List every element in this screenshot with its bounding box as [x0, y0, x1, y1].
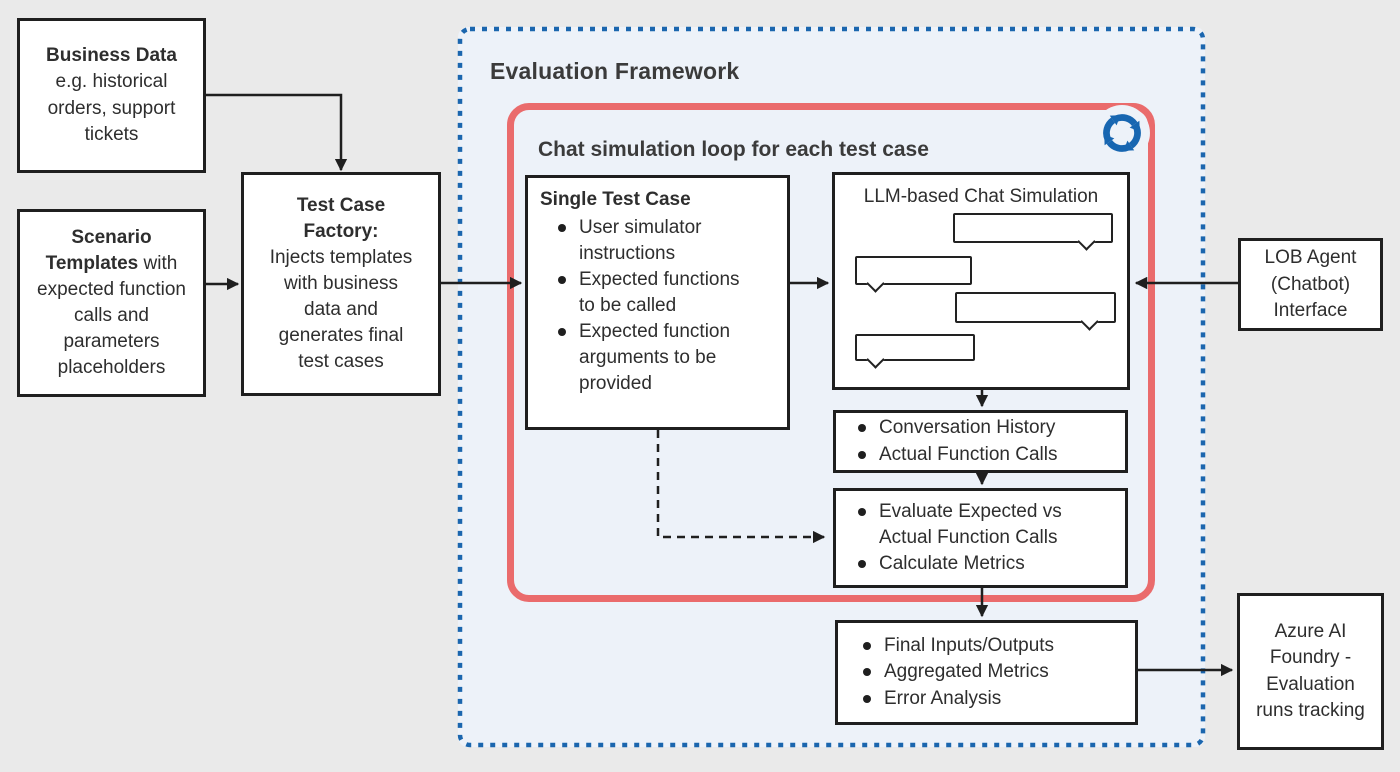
scenario-templates-bold: Scenario Templates [45, 226, 152, 274]
bullet-dot [863, 694, 871, 703]
single-test-case-title: Single Test Case [540, 189, 691, 210]
bullet-item: Final Inputs/Outputs [863, 633, 1135, 659]
bullet-text: Expected functions to be called [579, 269, 740, 317]
sync-loop-icon-bg [1094, 105, 1150, 161]
chat-loop-title: Chat simulation loop for each test case [538, 138, 929, 161]
bullet-text: Calculate Metrics [879, 553, 1025, 574]
test-case-factory-body: Injects templates with business data and… [269, 246, 413, 373]
bullet-item: Aggregated Metrics [863, 659, 1135, 685]
chat-bubble-right [953, 213, 1113, 243]
bullet-text: Actual Function Calls [879, 443, 1058, 465]
bullet-item: Actual Function Calls [858, 442, 1125, 468]
bullet-dot [863, 642, 871, 651]
bullet-dot [858, 424, 866, 433]
evaluate-metrics-box: Evaluate Expected vs Actual Function Cal… [833, 488, 1128, 588]
bullet-text: Evaluate Expected vs Actual Function Cal… [879, 500, 1062, 548]
bullet-text: Conversation History [879, 417, 1056, 439]
bullet-item: Expected functions to be called [558, 267, 775, 319]
chat-bubble-left [855, 256, 972, 285]
lob-agent-box: LOB Agent (Chatbot) Interface [1238, 238, 1383, 331]
bullet-dot [558, 328, 566, 337]
bullet-item: Error Analysis [863, 686, 1135, 712]
business-data-title: Business Data [46, 45, 177, 67]
test-case-factory-title: Test Case Factory: [296, 194, 386, 242]
bullet-dot [858, 560, 866, 568]
scenario-templates-box: Scenario Templates with expected functio… [17, 209, 206, 397]
chat-bubble-right [955, 292, 1116, 323]
bullet-dot [858, 507, 866, 516]
final-outputs-bullets: Final Inputs/Outputs Aggregated Metrics … [863, 633, 1135, 711]
arrow-business-to-factory [206, 93, 348, 172]
llm-chat-simulation-box: LLM-based Chat Simulation [832, 172, 1130, 390]
business-data-body: e.g. historical orders, support tickets [47, 71, 176, 145]
llm-chat-simulation-title: LLM-based Chat Simulation [863, 186, 1099, 207]
bullet-dot [558, 224, 566, 233]
bullet-dot [558, 276, 566, 285]
evaluation-framework-title: Evaluation Framework [490, 58, 740, 84]
scenario-templates-rest: with expected function calls and paramet… [37, 252, 186, 379]
bullet-text: Final Inputs/Outputs [884, 635, 1055, 657]
final-outputs-box: Final Inputs/Outputs Aggregated Metrics … [835, 620, 1138, 725]
azure-foundry-box: Azure AI Foundry - Evaluation runs track… [1237, 593, 1384, 750]
bullet-text: Error Analysis [884, 687, 1002, 709]
single-test-case-box: Single Test Case User simulator instruct… [525, 175, 790, 430]
bullet-text: Aggregated Metrics [884, 661, 1049, 683]
business-data-box: Business Data e.g. historical orders, su… [17, 18, 206, 173]
bullet-item: Evaluate Expected vs Actual Function Cal… [858, 499, 1125, 551]
bullet-item: Calculate Metrics [858, 551, 1125, 577]
bullet-item: User simulator instructions [558, 215, 775, 267]
conversation-history-bullets: Conversation History Actual Function Cal… [858, 415, 1125, 467]
test-case-factory-box: Test Case Factory: Injects templates wit… [241, 172, 441, 396]
chat-bubble-left [855, 334, 975, 361]
bullet-dot [863, 668, 871, 677]
bullet-item: Expected function arguments to be provid… [558, 319, 775, 397]
bullet-text: Expected function arguments to be provid… [579, 321, 731, 395]
bullet-dot [858, 450, 866, 459]
bullet-text: User simulator instructions [579, 217, 702, 265]
single-test-case-bullets: User simulator instructions Expected fun… [540, 215, 775, 397]
azure-foundry-text: Azure AI Foundry - Evaluation runs track… [1256, 621, 1365, 721]
scenario-templates-text: Scenario Templates with expected functio… [28, 225, 195, 381]
sync-loop-icon [1094, 105, 1150, 161]
bullet-item: Conversation History [858, 415, 1125, 441]
evaluate-metrics-bullets: Evaluate Expected vs Actual Function Cal… [858, 499, 1125, 577]
lob-agent-text: LOB Agent (Chatbot) Interface [1264, 247, 1357, 321]
conversation-history-box: Conversation History Actual Function Cal… [833, 410, 1128, 473]
